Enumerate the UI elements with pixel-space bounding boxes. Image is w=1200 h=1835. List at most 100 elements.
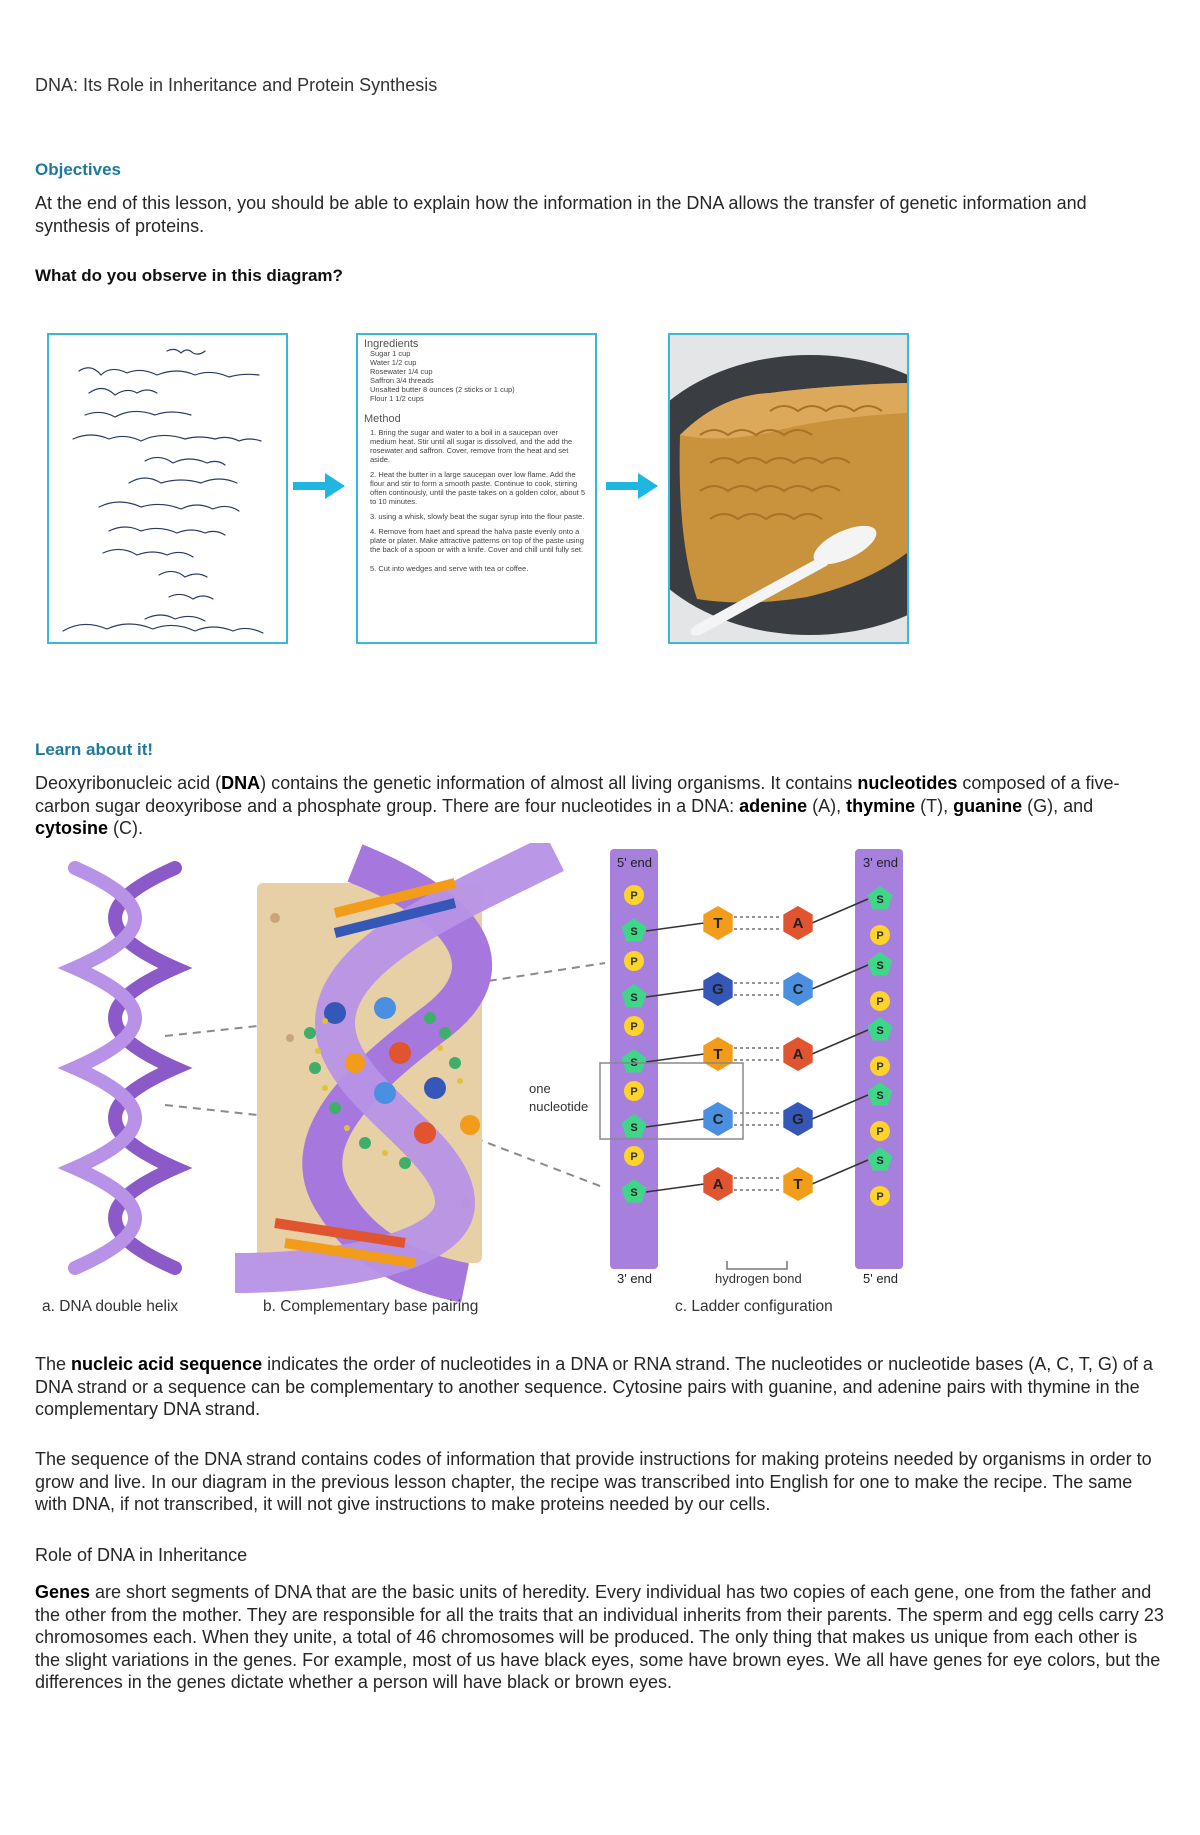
learn-text: composed of a five-carbon sugar deoxyrib…: [35, 773, 1120, 816]
guanine-symbol: (G), and: [1022, 795, 1094, 816]
complementary-base-pairing-panel: [234, 843, 564, 1303]
sugar-pentagon: [621, 918, 647, 942]
page-title: DNA: Its Role in Inheritance and Protein…: [35, 75, 438, 95]
ingredient-item: Water 1/2 cup: [370, 358, 417, 367]
sugar-base-bond: [645, 1183, 705, 1193]
base-pairs-inner: [324, 997, 480, 1144]
nucleotide-base-hexagon: [783, 1102, 813, 1136]
phosphate-label: P: [630, 1086, 637, 1098]
phosphate-circle: [624, 1081, 644, 1101]
sugar-base-bond: [811, 1159, 869, 1185]
one-nucleotide-label-line1: one: [529, 1081, 551, 1096]
phosphate-label: P: [876, 930, 883, 942]
phosphate-circle: [624, 1016, 644, 1036]
sugar-base-bond: [645, 1053, 705, 1063]
phosphate-circle: [624, 951, 644, 971]
sugar-label: S: [876, 1090, 883, 1102]
ingredient-item: Unsalted butter 8 ounces (2 sticks or 1 …: [370, 385, 515, 394]
caption-complementary-base-pairing: b. Complementary base pairing: [263, 1298, 479, 1315]
sugar-pentagon: [867, 1017, 893, 1041]
right-arrow-icon: [293, 473, 345, 499]
base-letter: T: [793, 1176, 802, 1193]
objectives-heading: Objectives: [35, 160, 121, 179]
recipe-content: Ingredients Sugar 1 cup Water 1/2 cup Ro…: [364, 338, 586, 574]
method-steps: 1. Bring the sugar and water to a boil i…: [364, 428, 586, 573]
objectives-text: At the end of this lesson, you should be…: [35, 193, 1087, 236]
nucleotides-term: nucleotides: [857, 773, 958, 793]
typed-recipe-card: Ingredients Sugar 1 cup Water 1/2 cup Ro…: [356, 333, 597, 644]
sugar-label: S: [630, 926, 637, 938]
phosphate-label: P: [630, 1151, 637, 1163]
nucleotide-base-hexagon: [783, 1167, 813, 1201]
phosphate-circle: [870, 1056, 890, 1076]
base-letter: G: [712, 981, 724, 998]
diagram-question: What do you observe in this diagram?: [35, 266, 343, 285]
sugar-label: S: [630, 1187, 637, 1199]
phosphate-label: P: [876, 1191, 883, 1203]
nucleotide-base-hexagon: [703, 906, 733, 940]
right-arrow-icon: [606, 473, 658, 499]
sugar-base-bond: [645, 1118, 705, 1128]
ingredient-item: Saffron 3/4 threads: [370, 376, 434, 385]
sugar-base-bond: [811, 1029, 869, 1055]
method-step: 1. Bring the sugar and water to a boil i…: [370, 428, 573, 464]
handwritten-script-image: [62, 348, 264, 634]
base-letter: C: [713, 1111, 724, 1128]
base-letter: T: [713, 1046, 722, 1063]
sugar-base-bond: [811, 964, 869, 990]
base-letter: A: [713, 1176, 724, 1193]
ingredients-heading: Ingredients: [364, 338, 419, 350]
base-letter: G: [792, 1111, 804, 1128]
five-end-bottom-label: 5' end: [863, 1271, 898, 1286]
sugar-pentagon: [867, 1147, 893, 1171]
phosphate-circle: [870, 1121, 890, 1141]
phosphate-circle: [870, 925, 890, 945]
phosphate-label: P: [630, 1021, 637, 1033]
phosphate-label: P: [630, 956, 637, 968]
base-letter: A: [793, 915, 804, 932]
nucleotide-base-hexagon: [703, 972, 733, 1006]
sugar-label: S: [876, 1155, 883, 1167]
halva-dish-card: [668, 333, 909, 644]
method-step: 5. Cut into wedges and serve with tea or…: [370, 564, 529, 573]
sugar-label: S: [630, 992, 637, 1004]
learn-heading: Learn about it!: [35, 740, 154, 759]
thymine-symbol: (T),: [915, 795, 954, 816]
method-step: 4. Remove from haet and spread the halva…: [370, 527, 584, 554]
sugar-base-bond: [645, 922, 705, 932]
sugar-label: S: [876, 1025, 883, 1037]
thymine-term: thymine: [846, 795, 916, 816]
sugar-pentagon: [867, 952, 893, 976]
one-nucleotide-label-line2: nucleotide: [529, 1099, 588, 1114]
genes-term: Genes: [35, 1582, 91, 1602]
sugar-pentagon: [621, 984, 647, 1008]
phosphate-circle: [870, 991, 890, 1011]
method-heading: Method: [364, 413, 401, 425]
sugar-base-bond: [811, 898, 869, 924]
one-nucleotide-box: [599, 1062, 744, 1140]
handwritten-recipe-card: [47, 333, 288, 644]
guanine-term: guanine: [953, 795, 1023, 816]
method-step: 2. Heat the butter in a large saucepan o…: [370, 470, 586, 506]
sugar-pentagon: [621, 1114, 647, 1138]
learn-text: Deoxyribonucleic acid (: [35, 773, 222, 793]
adenine-symbol: (A),: [807, 795, 847, 816]
cytosine-term: cytosine: [35, 818, 109, 838]
sugar-base-bond: [811, 1094, 869, 1120]
caption-dna-double-helix: a. DNA double helix: [42, 1298, 179, 1315]
nucleic-acid-sequence-term: nucleic acid sequence: [71, 1354, 263, 1374]
sugar-label: S: [630, 1122, 637, 1134]
sugar-base-bond: [645, 988, 705, 998]
dna-sequence-paragraph: The sequence of the DNA strand contains …: [35, 1449, 1152, 1514]
sugar-pentagon: [867, 886, 893, 910]
genes-paragraph: Genes are short segments of DNA that are…: [35, 1581, 1165, 1694]
phosphate-label: P: [876, 1126, 883, 1138]
ingredient-item: Rosewater 1/4 cup: [370, 367, 433, 376]
phosphate-circle: [624, 885, 644, 905]
nucleotide-base-hexagon: [783, 906, 813, 940]
sugar-label: S: [876, 960, 883, 972]
sugar-pentagon: [867, 1082, 893, 1106]
cytosine-symbol: (C).: [108, 818, 144, 838]
